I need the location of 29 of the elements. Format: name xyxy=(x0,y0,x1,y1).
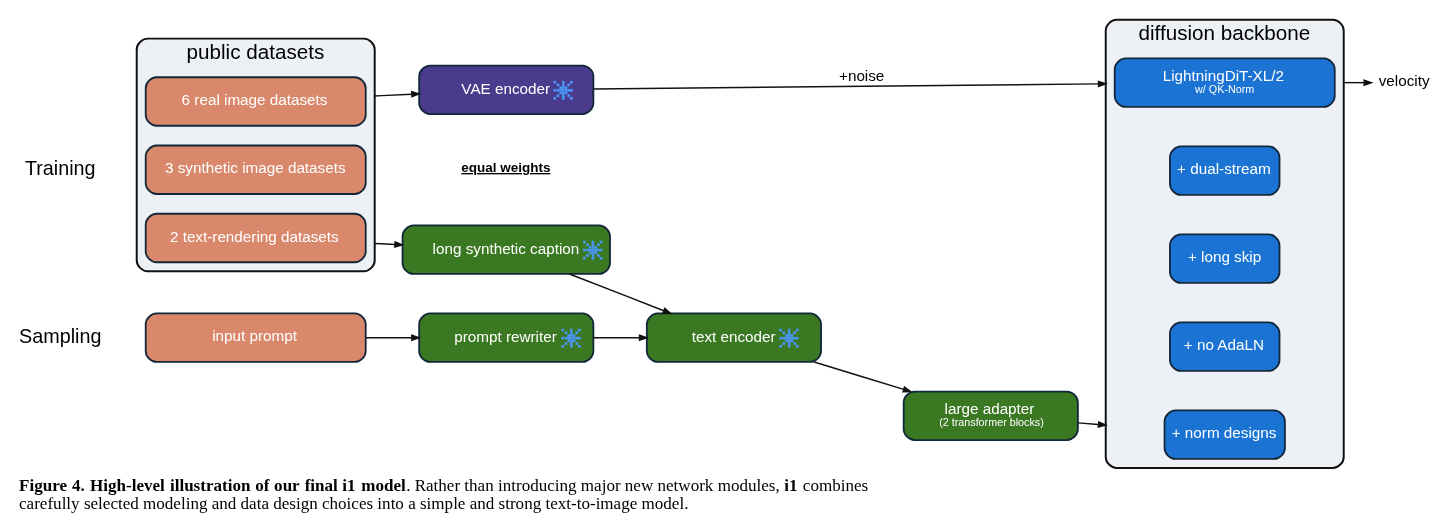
node-box: 6 real image datasets xyxy=(144,76,367,127)
caption: Figure 4. High-level illustration of our final i1 model. Rather than introducing major new network modules, i1 combines carefully selected modeling and data design choices into a simple and strong text-to-image model. xyxy=(19,476,869,513)
node-text: velocity xyxy=(1378,72,1430,90)
node-box: long synthetic caption xyxy=(401,224,611,275)
node-box: large adapter (2 transformer blocks) xyxy=(902,390,1079,441)
arrow xyxy=(1077,420,1108,428)
arrow xyxy=(373,240,405,248)
node-box: text encoder xyxy=(645,312,822,363)
arrow xyxy=(592,334,649,342)
label: equal weights xyxy=(461,160,551,175)
label: Sampling xyxy=(19,324,102,347)
node-box: + long skip xyxy=(1169,233,1281,284)
arrow xyxy=(568,273,673,315)
arrow xyxy=(592,80,1108,90)
node-box: input prompt xyxy=(144,312,367,363)
node-box: LightningDiT-XL/2 w/ QK-Norm xyxy=(1113,57,1336,108)
node-box: prompt rewriter xyxy=(418,312,595,363)
edge-label: +noise xyxy=(839,67,885,85)
node-box: + dual-stream xyxy=(1169,145,1281,196)
node-box: 2 text-rendering datasets xyxy=(144,212,367,264)
arrow xyxy=(813,361,913,393)
node-box: VAE encoder xyxy=(418,64,595,115)
node-box: + no AdaLN xyxy=(1169,321,1281,372)
arrow xyxy=(1343,79,1374,87)
arrow xyxy=(373,90,422,98)
node-box: 3 synthetic image datasets xyxy=(144,144,367,195)
node-box: + norm designs xyxy=(1163,409,1286,460)
label: Training xyxy=(24,156,96,179)
arrow xyxy=(365,334,422,342)
